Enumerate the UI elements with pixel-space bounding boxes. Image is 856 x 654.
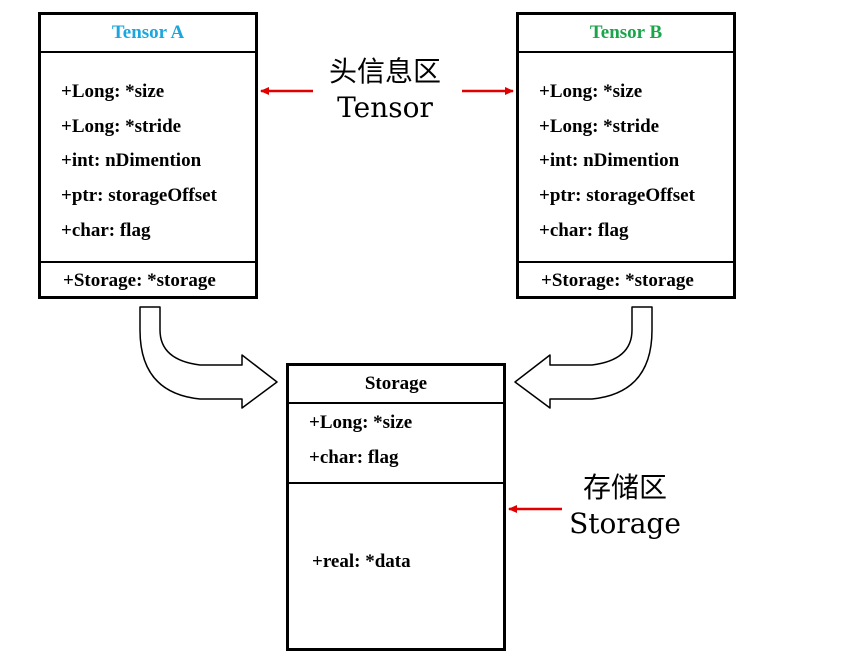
tensor-a-field-flag: +char: flag (61, 220, 151, 241)
tensor-a-field-size: +Long: *size (61, 81, 165, 102)
tensor-b-storage-field: +Storage: *storage (541, 270, 694, 291)
tensor-b-field-size: +Long: *size (539, 81, 643, 102)
storage-field-size: +Long: *size (309, 412, 413, 433)
tensor-b-field-stride: +Long: *stride (539, 116, 660, 137)
storage-box: Storage +Long: *size +char: flag +real: … (286, 363, 506, 651)
storage-area-label-zh: 存储区 (582, 471, 667, 504)
storage-field-flag: +char: flag (309, 447, 399, 468)
header-info-label: 头信息区 Tensor (300, 54, 470, 126)
tensor-b-field-ndim: +int: nDimention (539, 150, 680, 171)
storage-title: Storage (289, 366, 503, 404)
tensor-b-box: Tensor B +Long: *size +Long: *stride +in… (516, 12, 736, 299)
storage-fields: +Long: *size +char: flag (289, 404, 503, 484)
tensor-a-fields: +Long: *size +Long: *stride +int: nDimen… (41, 53, 255, 263)
tensor-b-fields: +Long: *size +Long: *stride +int: nDimen… (519, 53, 733, 263)
tensor-a-title: Tensor A (41, 15, 255, 53)
header-info-label-zh: 头信息区 (328, 55, 441, 88)
tensor-b-title: Tensor B (519, 15, 733, 53)
storage-data-field: +real: *data (312, 551, 411, 572)
curved-arrow-left (139, 306, 278, 409)
tensor-a-field-ndim: +int: nDimention (61, 150, 202, 171)
storage-area-label: 存储区 Storage (545, 470, 705, 542)
tensor-a-field-offset: +ptr: storageOffset (61, 185, 217, 206)
tensor-a-box: Tensor A +Long: *size +Long: *stride +in… (38, 12, 258, 299)
tensor-a-field-stride: +Long: *stride (61, 116, 182, 137)
curved-arrow-right (514, 306, 653, 409)
tensor-b-field-flag: +char: flag (539, 220, 629, 241)
storage-area-label-en: Storage (569, 507, 681, 540)
header-info-label-en: Tensor (337, 91, 433, 124)
tensor-b-field-offset: +ptr: storageOffset (539, 185, 695, 206)
tensor-a-storage-field: +Storage: *storage (63, 270, 216, 291)
